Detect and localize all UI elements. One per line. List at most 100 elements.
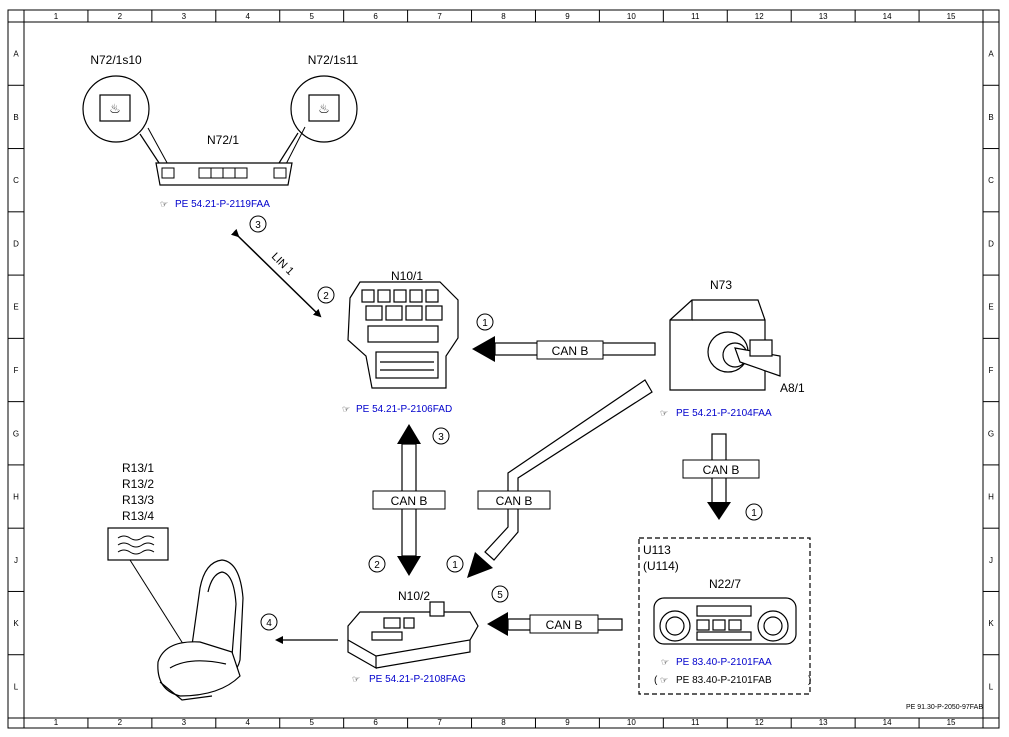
grid-column-label: 12 — [755, 718, 764, 727]
svg-text:4: 4 — [266, 618, 272, 629]
grid-row-label: K — [988, 619, 994, 628]
grid-row-label: L — [989, 682, 994, 691]
u113-dashed-boundary — [638, 537, 811, 695]
grid-row-label: G — [988, 429, 994, 438]
grid-column-label: 8 — [501, 718, 506, 727]
grid-column-label: 5 — [309, 718, 314, 727]
can-b-label-box — [477, 490, 551, 510]
book-icon: ☞ — [660, 675, 668, 685]
grid-row-label: B — [988, 113, 993, 122]
grid-row-label: K — [13, 619, 19, 628]
n22-7-climate-control-unit — [653, 597, 797, 645]
grid-row-label: C — [13, 176, 19, 185]
seat-icon — [157, 559, 244, 701]
grid-row-label: D — [13, 239, 19, 248]
step-marker: 3 — [249, 215, 267, 233]
svg-text:♨: ♨ — [318, 101, 330, 116]
grid-column-label: 9 — [565, 718, 570, 727]
ref-paren-open: ( — [654, 675, 658, 686]
can-b-label-box — [372, 490, 446, 510]
grid-column-label: 13 — [819, 12, 828, 21]
ref-link-n22-7-faa[interactable]: PE 83.40-P-2101FAA — [676, 657, 772, 668]
grid-column-label: 8 — [501, 12, 506, 21]
ref-link-n73[interactable]: PE 54.21-P-2104FAA — [676, 408, 772, 419]
grid-row-label: H — [13, 493, 19, 502]
label-r13-3: R13/3 — [122, 493, 154, 507]
ref-link-n22-7-fab[interactable]: PE 83.40-P-2101FAB — [676, 675, 772, 686]
svg-text:2: 2 — [323, 291, 329, 302]
book-icon: ☞ — [352, 674, 360, 684]
book-icon: ☞ — [160, 199, 168, 209]
svg-text:1: 1 — [452, 560, 458, 571]
svg-text:3: 3 — [255, 220, 261, 231]
grid-column-label: 6 — [373, 12, 378, 21]
label-a8-1: A8/1 — [780, 381, 805, 395]
n72-1-switch-panel: ♨ ♨ — [82, 75, 358, 186]
grid-column-label: 3 — [182, 718, 187, 727]
label-n10-2: N10/2 — [398, 589, 430, 603]
label-n72-1s11: N72/1s11 — [308, 53, 359, 67]
step-marker: 1 — [745, 503, 763, 521]
label-u113: U113 — [643, 543, 671, 557]
grid-column-label: 10 — [627, 718, 636, 727]
label-r13-2: R13/2 — [122, 477, 154, 491]
can-b-label-box — [682, 459, 760, 479]
svg-text:3: 3 — [438, 432, 444, 443]
grid-row-label: F — [14, 366, 19, 375]
grid-column-label: 3 — [182, 12, 187, 21]
seat-heater-switch-right-icon — [308, 94, 340, 122]
grid-column-label: 1 — [54, 12, 59, 21]
label-can-b-top: CAN B — [552, 344, 589, 358]
label-n22-7: N22/7 — [709, 577, 741, 591]
grid-column-label: 1 — [54, 718, 59, 727]
step-marker: 2 — [317, 286, 335, 304]
grid-column-label: 2 — [118, 718, 123, 727]
frame — [7, 9, 1000, 729]
label-n10-1: N10/1 — [391, 269, 423, 283]
grid-column-label: 10 — [627, 12, 636, 21]
grid-column-labels: 1122334455667788991010111112121313141415… — [54, 12, 956, 727]
can-b-label-box — [536, 340, 604, 360]
grid-column-label: 15 — [947, 718, 956, 727]
step-marker: 2 — [368, 555, 386, 573]
label-r13-4: R13/4 — [122, 509, 154, 523]
grid-row-label: A — [988, 50, 994, 59]
grid-row-label: L — [14, 682, 19, 691]
label-n73: N73 — [710, 278, 732, 292]
grid-row-label: C — [988, 176, 994, 185]
grid-column-label: 4 — [246, 718, 251, 727]
lin-bus-connection — [230, 228, 322, 318]
svg-text:♨: ♨ — [109, 101, 121, 116]
grid-row-label: H — [988, 493, 994, 502]
label-can-b-vertical: CAN B — [391, 494, 428, 508]
label-n72-1s10: N72/1s10 — [90, 53, 142, 67]
ref-link-n10-2[interactable]: PE 54.21-P-2108FAG — [369, 674, 466, 685]
grid-ticks — [8, 10, 999, 728]
svg-text:2: 2 — [374, 560, 380, 571]
grid-column-label: 9 — [565, 12, 570, 21]
ref-link-n72-1[interactable]: PE 54.21-P-2119FAA — [175, 199, 270, 210]
label-r13-1: R13/1 — [122, 461, 154, 475]
svg-text:1: 1 — [482, 318, 488, 329]
grid-column-label: 7 — [437, 718, 442, 727]
label-n72-1: N72/1 — [207, 133, 239, 147]
grid-row-label: A — [13, 50, 19, 59]
svg-text:1: 1 — [751, 508, 757, 519]
grid-column-label: 4 — [246, 12, 251, 21]
step-marker: 5 — [491, 585, 509, 603]
grid-column-label: 5 — [309, 12, 314, 21]
step-marker: 4 — [260, 613, 278, 631]
can-b-label-box — [529, 614, 599, 634]
ref-link-n10-1[interactable]: PE 54.21-P-2106FAD — [356, 404, 452, 415]
n10-2-control-unit — [347, 601, 479, 670]
book-icon: ☞ — [342, 404, 350, 414]
grid-row-label: E — [13, 303, 18, 312]
book-icon: ☞ — [661, 657, 669, 667]
grid-column-label: 7 — [437, 12, 442, 21]
n73-ignition-switch — [669, 299, 781, 391]
book-icon: ☞ — [660, 408, 668, 418]
grid-column-label: 11 — [691, 12, 700, 21]
label-can-b-bottom: CAN B — [546, 618, 583, 632]
grid-column-label: 14 — [883, 12, 892, 21]
